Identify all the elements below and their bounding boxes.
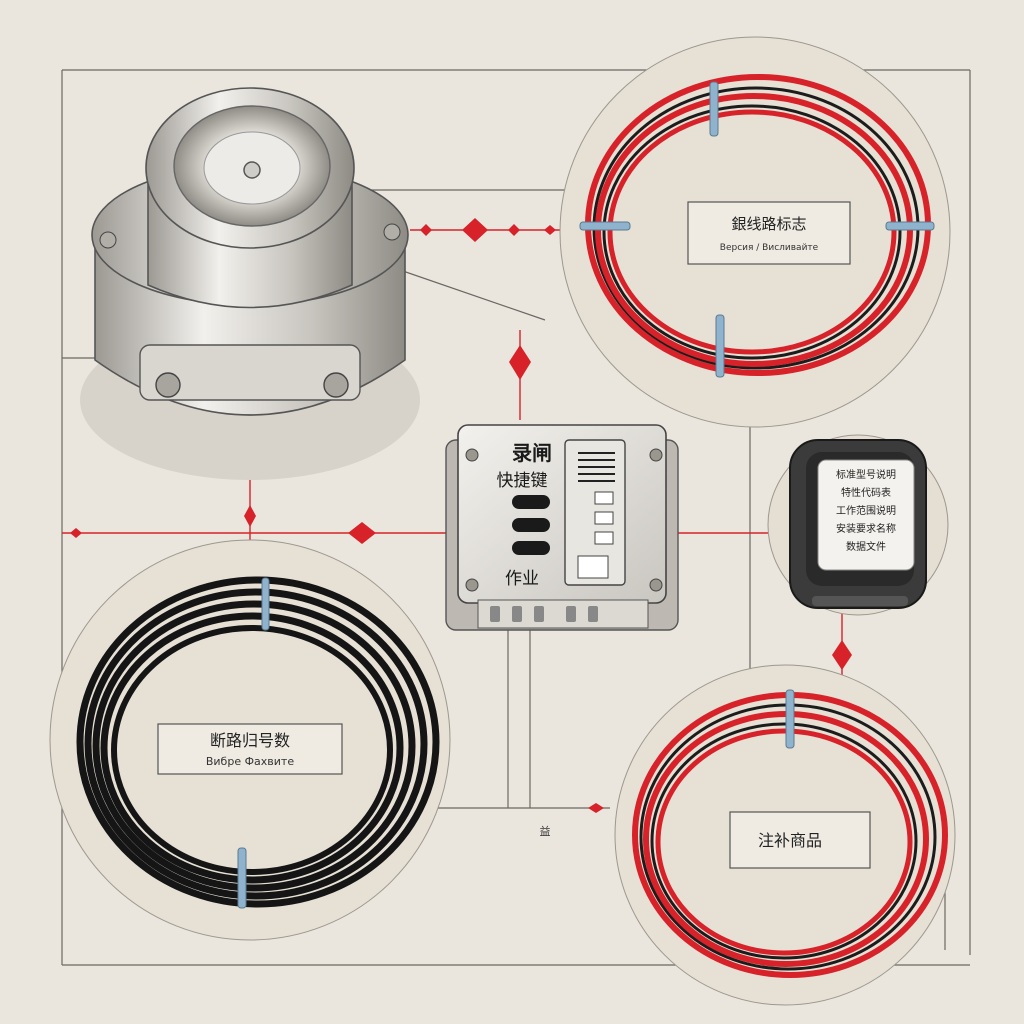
mount-screw: [649, 578, 663, 592]
terminal-slot: [594, 511, 614, 525]
sensor-screen: [817, 459, 915, 571]
sensor-foot: [812, 596, 908, 606]
connector-pin: [243, 161, 261, 179]
cable-coil-icon: 断路归号数 Вибре Фахвите: [49, 539, 451, 941]
module-front-rail: [477, 599, 649, 629]
diamond-marker: [244, 505, 256, 527]
diamond-marker: [348, 522, 376, 544]
cable-label-subtext: Версия / Висливайте: [720, 243, 819, 253]
module-switch: [512, 541, 550, 555]
diamond-marker: [420, 224, 432, 236]
sensor-icon: 标准型号说明 特性代码表 工作范围说明 安装要求名称 数据文件: [767, 434, 949, 616]
mount-screw: [465, 578, 479, 592]
mount-screw: [649, 448, 663, 462]
cable-label-subtext: Вибре Фахвите: [206, 755, 294, 768]
diamond-marker: [70, 528, 82, 538]
diamond-marker: [508, 224, 520, 236]
clamp-bolt-left: [155, 372, 181, 398]
cable-loop: [607, 109, 897, 355]
module-label-mid: 快捷键: [497, 471, 548, 491]
cable-tie: [715, 314, 725, 378]
cable-loop: [650, 722, 918, 960]
sensor-label-line: 工作范围说明: [836, 504, 896, 517]
cable-label-tag: [687, 201, 851, 265]
cable-tie: [261, 577, 270, 631]
cable-loop: [602, 104, 902, 360]
module-display-grille: [578, 452, 615, 482]
diamond-marker: [588, 803, 604, 813]
module-label-top: 录闸: [512, 441, 552, 465]
module-label-bottom: 作业: [505, 569, 539, 589]
terminal-slot: [594, 531, 614, 545]
tick-label: 益: [540, 824, 551, 838]
connector-lead-line: [399, 269, 546, 321]
cable-loop: [100, 612, 404, 884]
cable-label-text: 銀线路标志: [731, 215, 806, 233]
sensor-label-line: 特性代码表: [841, 486, 891, 499]
connector-clamp: [139, 344, 361, 401]
cable-loop: [76, 576, 440, 908]
cable-coil-icon: 銀线路标志 Версия / Висливайте: [559, 36, 951, 428]
diamond-markers: [70, 218, 852, 813]
module-switch: [512, 518, 550, 532]
cable-loop: [84, 588, 428, 900]
diamond-marker: [544, 225, 556, 235]
cable-tie: [709, 81, 719, 137]
connector-housing-icon: [80, 87, 420, 480]
sensor-label-line: 数据文件: [846, 540, 886, 553]
cable-label-tag: [729, 811, 871, 869]
clamp-bolt-right: [323, 372, 349, 398]
module-vents: [490, 606, 598, 622]
cable-tie: [237, 847, 247, 909]
module-switch: [512, 495, 550, 509]
cable-loop: [111, 625, 393, 875]
cable-loop: [92, 600, 416, 892]
cable-tie: [885, 221, 935, 231]
sensor-label-line: 安装要求名称: [836, 522, 896, 535]
diamond-marker: [509, 345, 531, 380]
cable-label-tag: [157, 723, 343, 775]
cable-label-text: 断路归号数: [210, 731, 290, 750]
terminal-slot: [577, 555, 609, 579]
cable-loop: [655, 728, 913, 956]
terminal-slot: [594, 491, 614, 505]
diamond-marker: [832, 640, 852, 670]
mount-screw: [465, 448, 479, 462]
cable-coil-icon: 注补商品: [614, 664, 956, 1006]
flange-bolt-left: [99, 231, 117, 249]
diamond-marker: [462, 218, 488, 242]
cable-label-text: 注补商品: [758, 831, 822, 850]
module-body: [457, 424, 667, 604]
sensor-label-line: 标准型号说明: [836, 468, 896, 481]
cable-tie: [579, 221, 631, 231]
terminal-module-icon: 录闸 快捷键 作业: [445, 424, 679, 631]
flange-bolt-right: [383, 223, 401, 241]
cable-tie: [785, 689, 795, 749]
